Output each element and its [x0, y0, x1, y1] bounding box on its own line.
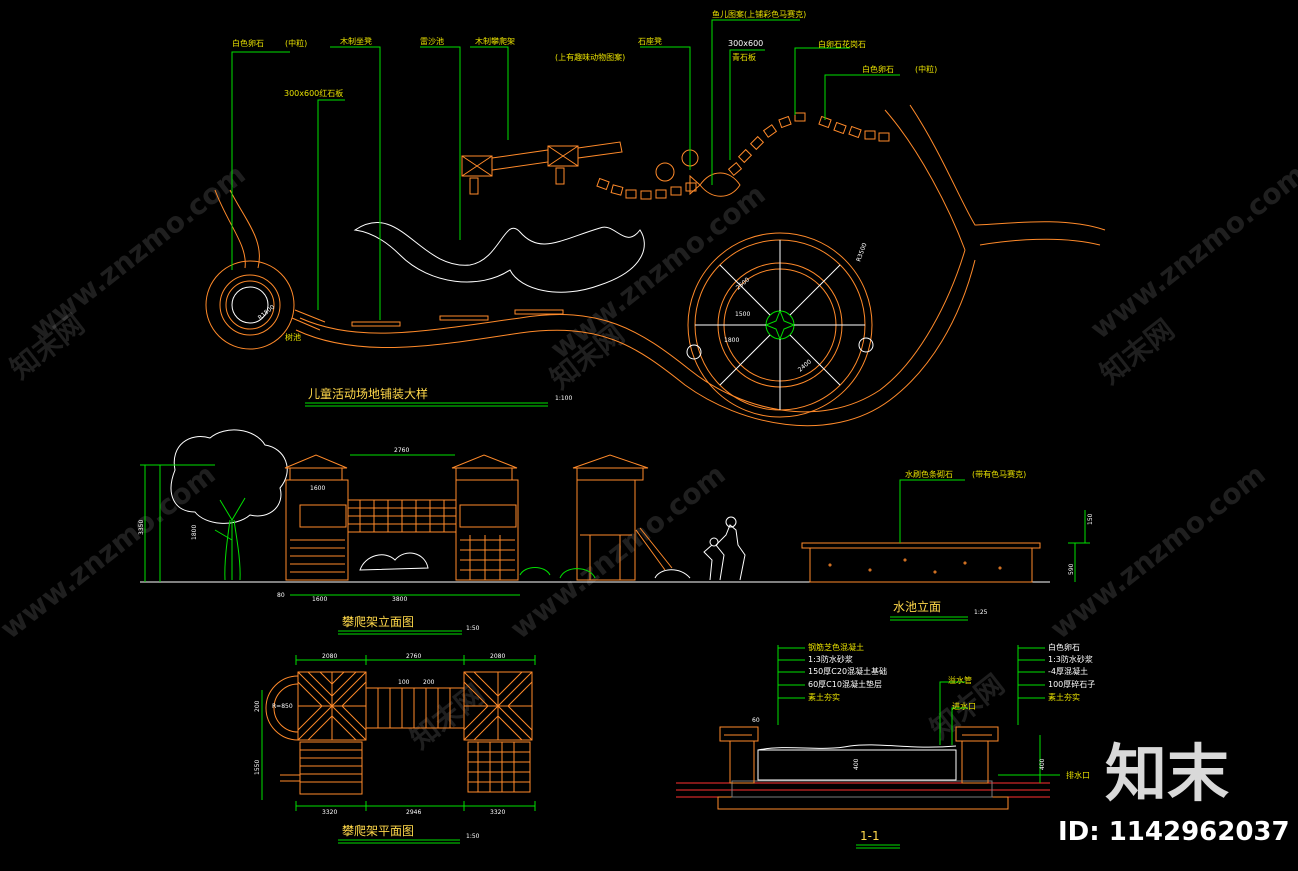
compass-wheel	[686, 232, 874, 418]
fish-pattern	[689, 172, 741, 197]
section-left-label-1: 钢筋芝色混凝土	[808, 642, 864, 652]
brand-watermark: 知末 ID: 1142962037	[1058, 737, 1290, 847]
plan-dim-bottom-right: 3320	[490, 809, 505, 816]
dim-1800: 1800	[191, 525, 198, 540]
dim-3800: 3800	[392, 596, 407, 603]
section-dim-400-left: 400	[853, 758, 860, 770]
section-right-label-1: 白色卵石	[1048, 642, 1080, 652]
section-right-label-4: 100厚碎石子	[1048, 679, 1095, 689]
label-tile-left: 300x600红石板	[284, 88, 343, 98]
plan-dim-mid-a: 100	[398, 679, 410, 686]
label-tile-type: 青石板	[732, 52, 756, 62]
dim-1800: 1800	[724, 337, 739, 344]
plan-dim-top-mid: 2760	[406, 653, 421, 660]
section-left-label-3: 150厚C20混凝土基础	[808, 666, 887, 676]
pool-elevation: 水刷色条砌石 (带有色马赛克) 150 590 水池立面 1:25	[801, 469, 1094, 621]
watermark-text: www.znzmo.com	[1084, 158, 1298, 346]
label-tree-pit: 树池	[285, 332, 301, 342]
label-white-pebble: 白卵石花岗石	[818, 39, 866, 49]
dim-1600: 1600	[312, 596, 327, 603]
label-tile-size: 300x600	[728, 39, 763, 48]
plan-dim-radius: R=850	[272, 703, 293, 710]
brand-id: ID: 1142962037	[1058, 817, 1290, 847]
plan-leader-lines	[231, 19, 900, 320]
label-fish-pattern: 鱼儿图案(上铺彩色马赛克)	[712, 9, 806, 19]
watermark-text: www.znzmo.com	[504, 458, 732, 646]
pool-dim-150: 150	[1087, 513, 1094, 525]
label-white-stone: 白色卵石	[232, 38, 264, 48]
label-white-stone-2: 白色卵石	[862, 64, 894, 74]
plan-scale: 1:100	[555, 395, 572, 402]
pool-elev-title: 水池立面	[893, 599, 941, 614]
plan-dim-top-right: 2080	[490, 653, 505, 660]
climb-net	[348, 500, 456, 532]
section-1-1: 钢筋芝色混凝土 1:3防水砂浆 150厚C20混凝土基础 60厚C10混凝土垫层…	[676, 642, 1095, 849]
pool-label-note: (带有色马赛克)	[972, 469, 1026, 479]
section-left-label-2: 1:3防水砂浆	[808, 654, 853, 664]
plan-dim-top-left: 2080	[322, 653, 337, 660]
climb-elev-scale: 1:50	[466, 625, 480, 632]
section-right-label-2: 1:3防水砂浆	[1048, 654, 1093, 664]
section-dim-60: 60	[752, 717, 760, 724]
pool-dim-590: 590	[1068, 563, 1075, 575]
section-outlet-label: 排水口	[1066, 770, 1090, 780]
dim-r1500: R1500	[257, 304, 277, 322]
watermark-text: www.znzmo.com	[0, 458, 222, 646]
wood-climb-frame-plan	[461, 141, 623, 195]
label-mid-grain-2: (中粒)	[915, 64, 937, 74]
dim-2400: 2400	[797, 358, 813, 373]
label-wood-bench: 木制坐凳	[340, 36, 372, 46]
section-overflow-label: 溢水管	[948, 675, 972, 685]
plan-dim-bottom-mid: 2946	[406, 809, 421, 816]
climb-elevation: 2760 1600 3350 1800 1600 3800 80 攀爬架立面图 …	[138, 429, 1050, 635]
pool-label-cap: 水刷色条砌石	[905, 469, 953, 479]
playground-plan: 白色卵石 (中粒) 300x600红石板 木制坐凳 雷沙池 木制攀爬架 石座凳 …	[205, 9, 1106, 427]
plan-dim-bottom-left: 3320	[322, 809, 337, 816]
plan-dim-side-200: 200	[254, 700, 261, 712]
label-mid-grain: (中粒)	[285, 38, 307, 48]
label-sand-pit: 雷沙池	[420, 36, 444, 46]
pool-elev-scale: 1:25	[974, 609, 988, 616]
dim-80: 80	[277, 592, 285, 599]
plan-dim-side-1550: 1550	[254, 760, 261, 775]
climb-plan-scale: 1:50	[466, 833, 480, 840]
dim-1500: 1500	[735, 311, 750, 318]
label-wood-climb: 木制攀爬架	[475, 36, 515, 46]
plan-title: 儿童活动场地铺装大样	[308, 386, 428, 401]
plan-dim-mid-b: 200	[423, 679, 435, 686]
section-title: 1-1	[860, 829, 880, 843]
section-right-label-5: 素土夯实	[1048, 692, 1080, 702]
dim-top: 2760	[394, 447, 409, 454]
watermark-layer: www.znzmo.com 知末网 www.znzmo.com 知末网 www.…	[0, 158, 1298, 756]
brand-logo-text: 知末	[1105, 737, 1229, 810]
label-stone-seat: 石座凳	[638, 36, 662, 46]
dim-height: 3350	[138, 520, 145, 535]
section-inlet-label: 进水口	[952, 701, 976, 711]
section-left-label-4: 60厚C10混凝土垫层	[808, 679, 882, 689]
dim-r3500: R3500	[855, 242, 868, 263]
section-left-label-5: 素土夯实	[808, 692, 840, 702]
climb-elev-title: 攀爬架立面图	[342, 614, 414, 629]
climb-plan-title: 攀爬架平面图	[342, 824, 414, 838]
dim-1600-upper: 1600	[310, 485, 325, 492]
section-right-label-3: -4厚混凝土	[1048, 666, 1088, 676]
climb-plan: 2080 2760 2080 3320 2946 3320 100 200 15…	[254, 653, 536, 844]
label-stone-seat-note: (上有趣味动物图案)	[555, 52, 625, 62]
watermark-text: www.znzmo.com	[1044, 458, 1272, 646]
section-dim-400-right: 400	[1039, 758, 1046, 770]
